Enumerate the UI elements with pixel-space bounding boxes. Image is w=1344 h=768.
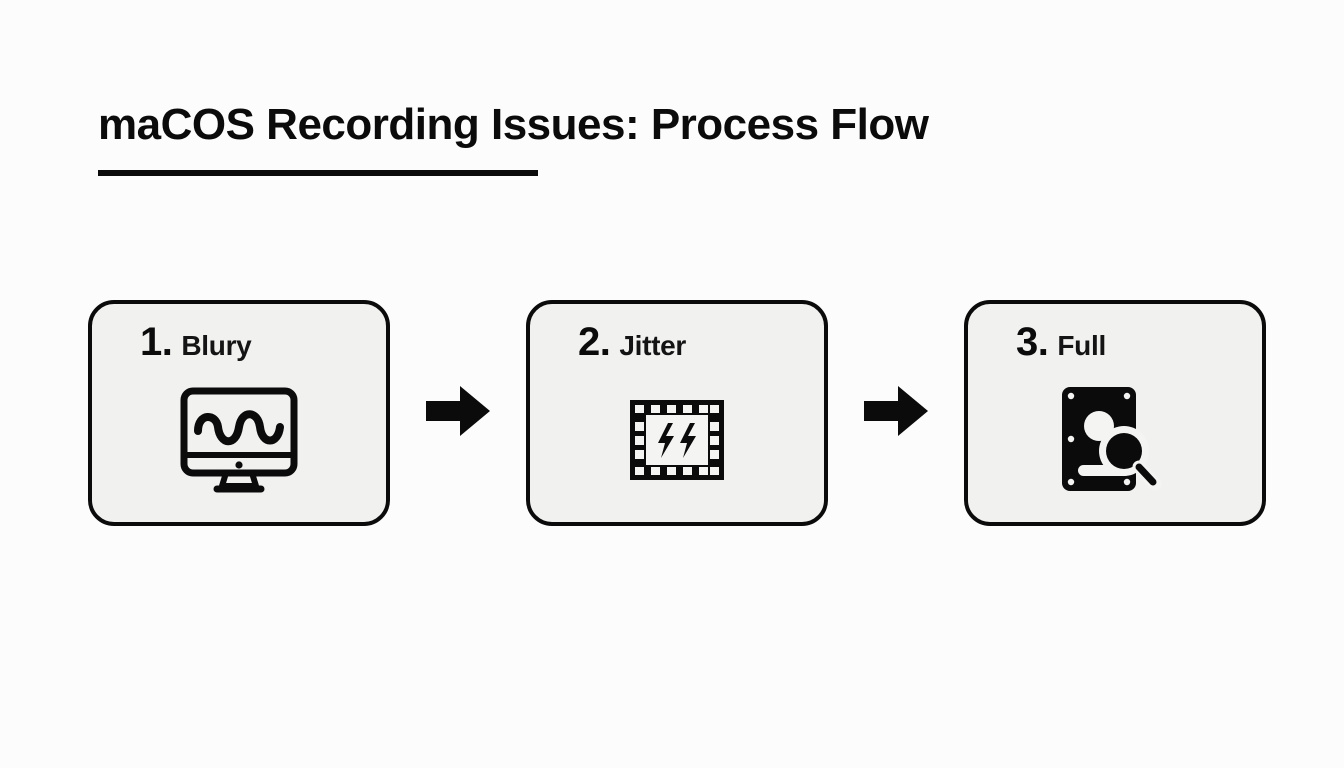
step-icon-wrap	[92, 382, 386, 502]
hard-drive-search-icon	[1054, 381, 1176, 504]
step-icon-wrap	[530, 382, 824, 502]
process-flow-row: 1. Blury 2.	[88, 300, 1266, 526]
arrow-right-icon	[424, 383, 492, 444]
step-icon-wrap	[968, 382, 1262, 502]
flow-card-step-2[interactable]: 2. Jitter	[526, 300, 828, 526]
page-title: maCOS Recording Issues: Process Flow	[98, 100, 929, 149]
step-number: 1.	[140, 320, 173, 364]
film-strip-lightning-icon	[628, 398, 726, 487]
monitor-wave-icon	[178, 387, 300, 498]
flow-card-heading: 1. Blury	[140, 320, 252, 365]
title-underline-rule	[98, 170, 538, 177]
arrow-right-icon	[862, 383, 930, 444]
flow-card-heading: 3. Full	[1016, 320, 1106, 365]
step-number: 2.	[578, 320, 611, 364]
flow-card-step-3[interactable]: 3. Full	[964, 300, 1266, 526]
step-label: Blury	[181, 330, 252, 361]
flow-card-heading: 2. Jitter	[578, 320, 686, 365]
flow-connector-1	[423, 385, 493, 441]
page-header: maCOS Recording Issues: Process Flow	[98, 100, 929, 177]
step-label: Full	[1057, 330, 1106, 361]
step-number: 3.	[1016, 320, 1049, 364]
flow-connector-2	[861, 385, 931, 441]
flow-card-step-1[interactable]: 1. Blury	[88, 300, 390, 526]
step-label: Jitter	[619, 330, 687, 361]
